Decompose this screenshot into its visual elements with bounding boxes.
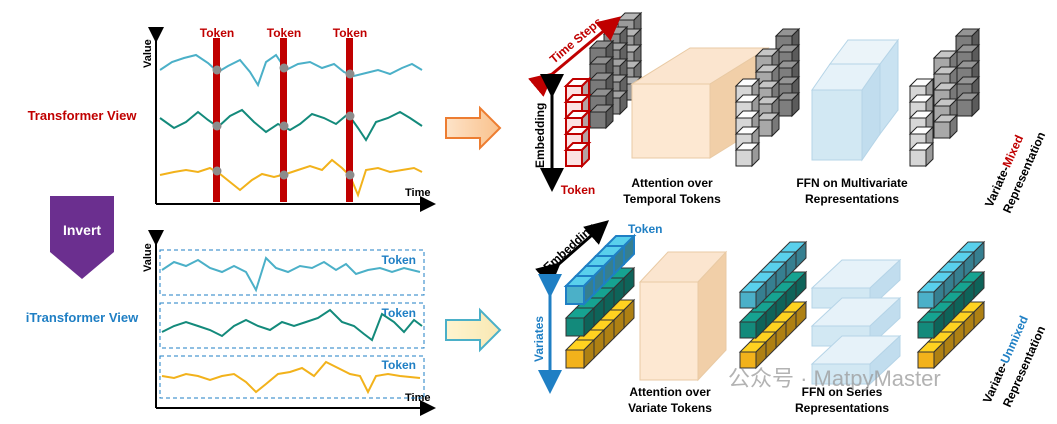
bottom-token-label: Token [628,222,662,236]
svg-text:Invert: Invert [63,222,101,238]
top-ffn-block [811,38,899,162]
bottom-series-cyan [161,256,421,293]
teal-cube [916,310,946,340]
gray-cube [774,91,801,118]
watermark: 公众号 · MatpyMaster [728,366,941,391]
bottom-attention-label-1: Attention over [629,385,711,399]
top-attention-label-2: Temporal Tokens [623,192,721,206]
bottom-token-label-1: Token [382,253,416,267]
bottom-attention-block [638,250,728,382]
bottom-token-box-2 [159,302,425,349]
bottom-ffn-label-1: FFN on Series [802,385,883,399]
top-value-axis-label: Value [142,39,154,68]
top-mid-cubes [734,27,801,168]
top-attention-label-1: Attention over [631,176,713,190]
gray-cube [754,111,781,138]
gold-cube [738,340,768,370]
top-series-teal [159,108,423,142]
gold-cube [916,340,946,370]
gray-cube [734,141,761,168]
bottom-series-teal [161,308,423,342]
top-token-bar-1 [213,38,220,202]
bottom-attention-label-2: Variate Tokens [628,401,712,415]
transformer-view-label-line1: Transformer View [28,108,138,123]
time-steps-arrow [528,16,622,97]
teal-variate-cube [564,306,596,338]
red-token-cube [563,140,592,169]
transition-arrow-top [445,105,502,151]
bottom-embedding-cubes [563,233,637,370]
bottom-time-axis-label: Time [405,392,430,404]
top-token-label-2: Token [267,26,301,40]
bottom-value-axis-label: Value [142,243,154,272]
gray-cube [954,91,981,118]
bottom-chart: Value Time Token Token Token [142,230,436,416]
gray-token-cube [588,103,615,130]
bottom-token-box-3 [159,355,425,399]
bottom-ffn-label-2: Representations [795,401,889,415]
cyan-cube [738,280,768,310]
top-right-cubes [908,27,981,168]
gold-variate-cube [564,338,596,370]
bottom-token-box-1 [159,249,425,296]
transition-arrow-bottom [445,307,502,353]
variates-label: Variates [532,316,546,362]
gray-cube [932,113,959,140]
top-chart: Value Time Token Token Token [142,26,436,212]
top-token-label-3: Token [333,26,367,40]
teal-cube [738,310,768,340]
top-ffn-label-1: FFN on Multivariate [796,176,908,190]
bottom-ffn-block [810,258,902,386]
bottom-token-label-3: Token [382,358,416,372]
top-time-axis-label: Time [405,187,430,199]
top-series-cyan [159,53,423,88]
invert-arrow: Invert [50,196,114,279]
gray-token-cube [616,11,643,38]
bottom-right-cubes [916,240,986,370]
gray-cube [908,141,935,168]
itransformer-view-label: iTransformer View [26,310,139,325]
top-token-label-1: Token [200,26,234,40]
top-embedding-label: Embedding [533,103,547,168]
top-token-label: Token [561,183,595,197]
bottom-token-label-2: Token [382,306,416,320]
top-ffn-label-2: Representations [805,192,899,206]
bottom-series-gold [161,360,421,395]
top-series-gold [159,158,423,198]
cyan-cube [916,280,946,310]
bottom-mid-cubes [738,240,808,370]
top-token-bar-2 [280,38,287,202]
bottom-embedding-arrow [535,220,610,287]
